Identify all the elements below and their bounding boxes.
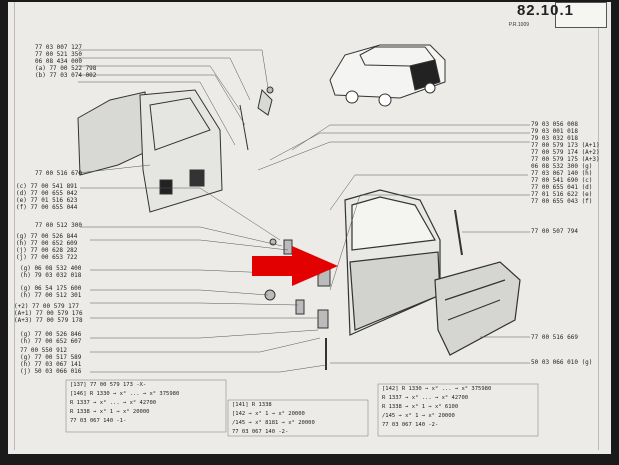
right-mid-part: 77 00 507 794 (531, 228, 578, 235)
part-number: (+2) 77 00 579 177 (14, 303, 80, 310)
right-bottom-part: 50 03 066 010 (g) (531, 359, 592, 366)
part-number: (j) 77 00 628 282 (16, 247, 78, 254)
part-number: 77 01 516 622 (e) (531, 191, 593, 198)
part-number: 50 03 066 010 (g) (531, 359, 593, 366)
part-number: (h) 77 00 652 609 (16, 240, 78, 247)
table-right: [142] R 1330 → x° ... → x° 375980 R 1337… (382, 385, 491, 430)
part-number: 77 00 655 041 (d) (531, 184, 593, 191)
right-part-list: 79 03 056 008 79 03 001 018 79 03 032 01… (531, 121, 600, 205)
part-number: 06 08 434 000 (35, 58, 82, 65)
left-group5: (g) 06 54 175 600 (h) 77 00 512 301 (20, 285, 81, 299)
part-number: 79 03 001 018 (531, 128, 578, 135)
left-group4: (g) 06 08 532 400 (h) 79 03 032 018 (20, 265, 81, 279)
table-row: [142 → x° 1 → x° 20000 (232, 411, 305, 417)
left-group3: (g) 77 00 526 844 (h) 77 00 652 609 (j) … (16, 233, 77, 261)
part-number: 77 00 655 043 (f) (531, 198, 593, 205)
part-number: 77 00 507 794 (531, 228, 578, 235)
part-number: 77 00 521 350 (35, 51, 82, 58)
part-number: 77 00 579 175 (A+3) (531, 156, 600, 163)
left-top-part-list: 77 03 007 127 77 00 521 350 06 08 434 00… (35, 44, 96, 79)
part-number: 77 00 516 670 (35, 170, 82, 177)
table-row: R 1337 → x° ... → x° 42700 (382, 395, 469, 401)
rear-door-panel-small (77, 89, 273, 213)
table-row: [146] R 1330 → x° ... → x° 375980 (70, 391, 180, 397)
part-number: 77 00 579 174 (A+2) (531, 149, 600, 156)
part-number: 77 00 541 690 (c) (531, 177, 593, 184)
part-number: (j) 50 03 066 016 (20, 368, 82, 375)
table-row: 77 03 067 140 -2- (232, 429, 289, 435)
part-number: (j) 77 00 653 722 (16, 254, 78, 261)
front-door-assembly (344, 189, 521, 356)
part-number: (A+3) 77 00 579 178 (14, 317, 83, 324)
part-number: (h) 77 00 652 607 (20, 338, 82, 345)
part-number: (a) 77 00 522 798 (35, 65, 97, 72)
table-row: [141] R 1338 (232, 402, 272, 408)
page-frame (14, 2, 599, 450)
part-number: (A+1) 77 00 579 176 (14, 310, 83, 317)
part-number: (f) 77 00 655 044 (16, 204, 78, 211)
left-group2: 77 00 512 300 (35, 222, 82, 229)
leader-lines (77, 49, 530, 373)
left-mid-part: 77 00 516 670 (35, 170, 82, 177)
page-number: 82.10.1 (516, 2, 574, 19)
table-row: 77 03 067 140 -2- (382, 422, 439, 428)
table-grid (65, 379, 539, 437)
part-number: 77 00 550 912 (20, 347, 67, 354)
table-row: R 1338 → x° 1 → x° 20000 (70, 409, 150, 415)
part-number: 77 03 007 127 (35, 44, 82, 51)
car-illustration (329, 44, 446, 107)
table-row: R 1337 → x° ... → x° 42700 (70, 400, 157, 406)
table-row: /145 → x° 8181 → x° 20000 (232, 420, 315, 426)
part-number: 79 03 032 018 (531, 135, 578, 142)
left-group7: (g) 77 00 526 846 (h) 77 00 652 607 (20, 331, 81, 345)
part-number: 77 00 516 669 (531, 334, 578, 341)
table-row: R 1338 → x° 1 → x° 6100 (382, 404, 459, 410)
right-low-part: 77 00 516 669 (531, 334, 578, 341)
table-mid: [141] R 1338 [142 → x° 1 → x° 20000 /145… (232, 401, 315, 437)
header-box (555, 2, 607, 28)
part-number: 79 03 056 008 (531, 121, 578, 128)
table-left: [137] 77 00 579 173 -X- [146] R 1330 → x… (70, 381, 179, 426)
part-number: (c) 77 00 541 891 (16, 183, 78, 190)
table-row: [142] R 1330 → x° ... → x° 375980 (382, 386, 492, 392)
table-row: /145 → x° 1 → x° 20000 (382, 413, 455, 419)
part-number: 77 00 579 173 (A+1) (531, 142, 600, 149)
part-number: (e) 77 01 516 623 (16, 197, 78, 204)
left-group8: 77 00 550 912 (g) 77 00 517 589 (h) 77 0… (20, 347, 81, 375)
table-row: 77 03 067 140 -1- (70, 418, 127, 424)
part-number: (h) 79 03 032 018 (20, 272, 82, 279)
part-number: 77 03 067 140 (h) (531, 170, 593, 177)
part-number: (g) 77 00 526 844 (16, 233, 78, 240)
page-ref: P.R.1009 (508, 22, 529, 28)
part-number: (g) 77 00 517 589 (20, 354, 82, 361)
part-number: (g) 06 54 175 600 (20, 285, 82, 292)
part-number: (d) 77 00 655 042 (16, 190, 78, 197)
part-number: (h) 77 03 067 141 (20, 361, 82, 368)
part-number: 06 08 532 300 (g) (531, 163, 593, 170)
table-row: [137] 77 00 579 173 -X- (70, 382, 147, 388)
part-number: (h) 77 00 512 301 (20, 292, 82, 299)
left-group1: (c) 77 00 541 891 (d) 77 00 655 042 (e) … (16, 183, 77, 211)
part-number: (g) 77 00 526 846 (20, 331, 82, 338)
part-number: 77 00 512 300 (35, 222, 82, 229)
red-arrow-icon (252, 246, 338, 286)
left-group6: (+2) 77 00 579 177 (A+1) 77 00 579 176 (… (14, 303, 83, 324)
hardware-parts (264, 86, 331, 370)
catalog-page (8, 2, 611, 454)
part-number: (b) 77 03 074 002 (35, 72, 97, 79)
part-number: (g) 06 08 532 400 (20, 265, 82, 272)
